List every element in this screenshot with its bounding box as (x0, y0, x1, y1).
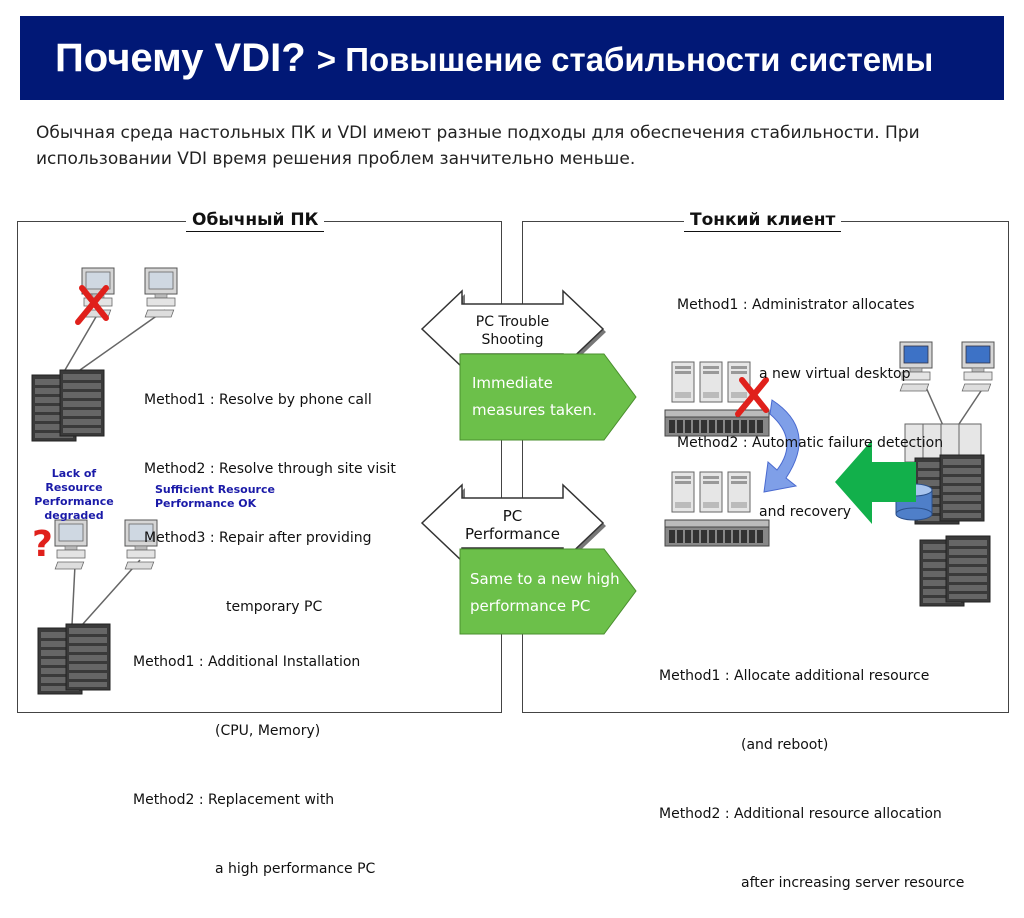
result-text-performance: Same to a new high performance PC (470, 566, 620, 620)
server-rack-icon (939, 454, 985, 522)
method-line: Method1 : Resolve by phone call (144, 392, 372, 408)
title-sub: > Повышение стабильности системы (316, 41, 934, 78)
server-rack-icon (945, 535, 991, 603)
panel-title-regular-pc: Обычный ПК (186, 209, 325, 232)
diagram-graphics: ? (31, 267, 995, 695)
question-mark-icon: ? (32, 524, 53, 565)
right-trouble-methods: Method1 : Administrator allocates a new … (677, 248, 943, 547)
left-trouble-methods: Method1 : Resolve by phone call Method2 … (144, 343, 396, 642)
page-title: Почему VDI? > Повышение стабильности сис… (55, 36, 933, 81)
title-main: Почему VDI? (55, 36, 306, 80)
label-line: Performance (464, 525, 561, 543)
result-box-performance (459, 548, 637, 635)
label-line: PC (502, 507, 523, 525)
x-mark-icon (735, 377, 769, 417)
intro-text: Обычная среда настольных ПК и VDI имеют … (36, 123, 920, 169)
method-line: Method2 : Additional resource allocation (659, 806, 942, 822)
label-resource-ok: Sufficient Resource Performance OK (155, 483, 275, 511)
method-line: Method2 : Automatic failure detection (677, 435, 944, 451)
label-resource-degraded: Lack of Resource Performance degraded (22, 467, 126, 523)
curved-arrow-icon (763, 399, 800, 493)
label-line: performance PC (470, 597, 591, 615)
label-line: Lack of Resource (45, 467, 103, 494)
arrow-label-performance: PC Performance (452, 507, 573, 543)
arrow-label-trouble: PC Trouble Shooting (462, 313, 563, 349)
method-line: a high performance PC (215, 861, 376, 877)
method-line: and recovery (759, 504, 852, 520)
label-line: Sufficient Resource (155, 483, 275, 496)
label-line: measures taken. (472, 401, 597, 419)
method-line: Method1 : Allocate additional resource (659, 668, 930, 684)
server-rack-icon (65, 623, 111, 691)
method-line: Method2 : Resolve through site visit (144, 461, 396, 477)
result-box-trouble (459, 353, 637, 441)
x-mark-icon (75, 285, 109, 325)
left-perf-methods: Method1 : Additional Installation (CPU, … (133, 605, 375, 904)
method-line: a new virtual desktop (759, 366, 911, 382)
thin-client-server-group (904, 423, 982, 463)
label-line: Immediate (472, 374, 553, 392)
method-line: after increasing server resource (741, 875, 965, 891)
desktop-pc-icon (54, 519, 88, 570)
desktop-pc-icon (961, 341, 995, 392)
label-line: Same to a new high (470, 570, 620, 588)
method-line: Method1 : Additional Installation (133, 654, 361, 670)
title-bar (20, 16, 1004, 100)
label-line: PC Trouble (475, 314, 550, 330)
method-line: (CPU, Memory) (215, 723, 321, 739)
green-arrow-icon (835, 440, 916, 524)
arrow-pc-performance (420, 483, 606, 564)
method-line: Method2 : Replacement with (133, 792, 335, 808)
result-text-trouble: Immediate measures taken. (472, 370, 597, 424)
server-rack-icon (59, 369, 105, 437)
desktop-pc-icon (144, 267, 178, 318)
arrow-pc-trouble-shooting (420, 289, 606, 370)
panel-title-thin-client: Тонкий клиент (684, 209, 842, 232)
label-line: Shooting (481, 332, 544, 348)
label-line: degraded (44, 509, 104, 522)
method-line: Method1 : Administrator allocates (677, 297, 915, 313)
method-line: Method3 : Repair after providing (144, 530, 372, 546)
label-line: Performance (34, 495, 114, 508)
method-line: temporary PC (226, 599, 323, 615)
right-perf-methods: Method1 : Allocate additional resource (… (659, 619, 964, 918)
method-line: (and reboot) (741, 737, 829, 753)
label-line: Performance OK (155, 497, 257, 510)
